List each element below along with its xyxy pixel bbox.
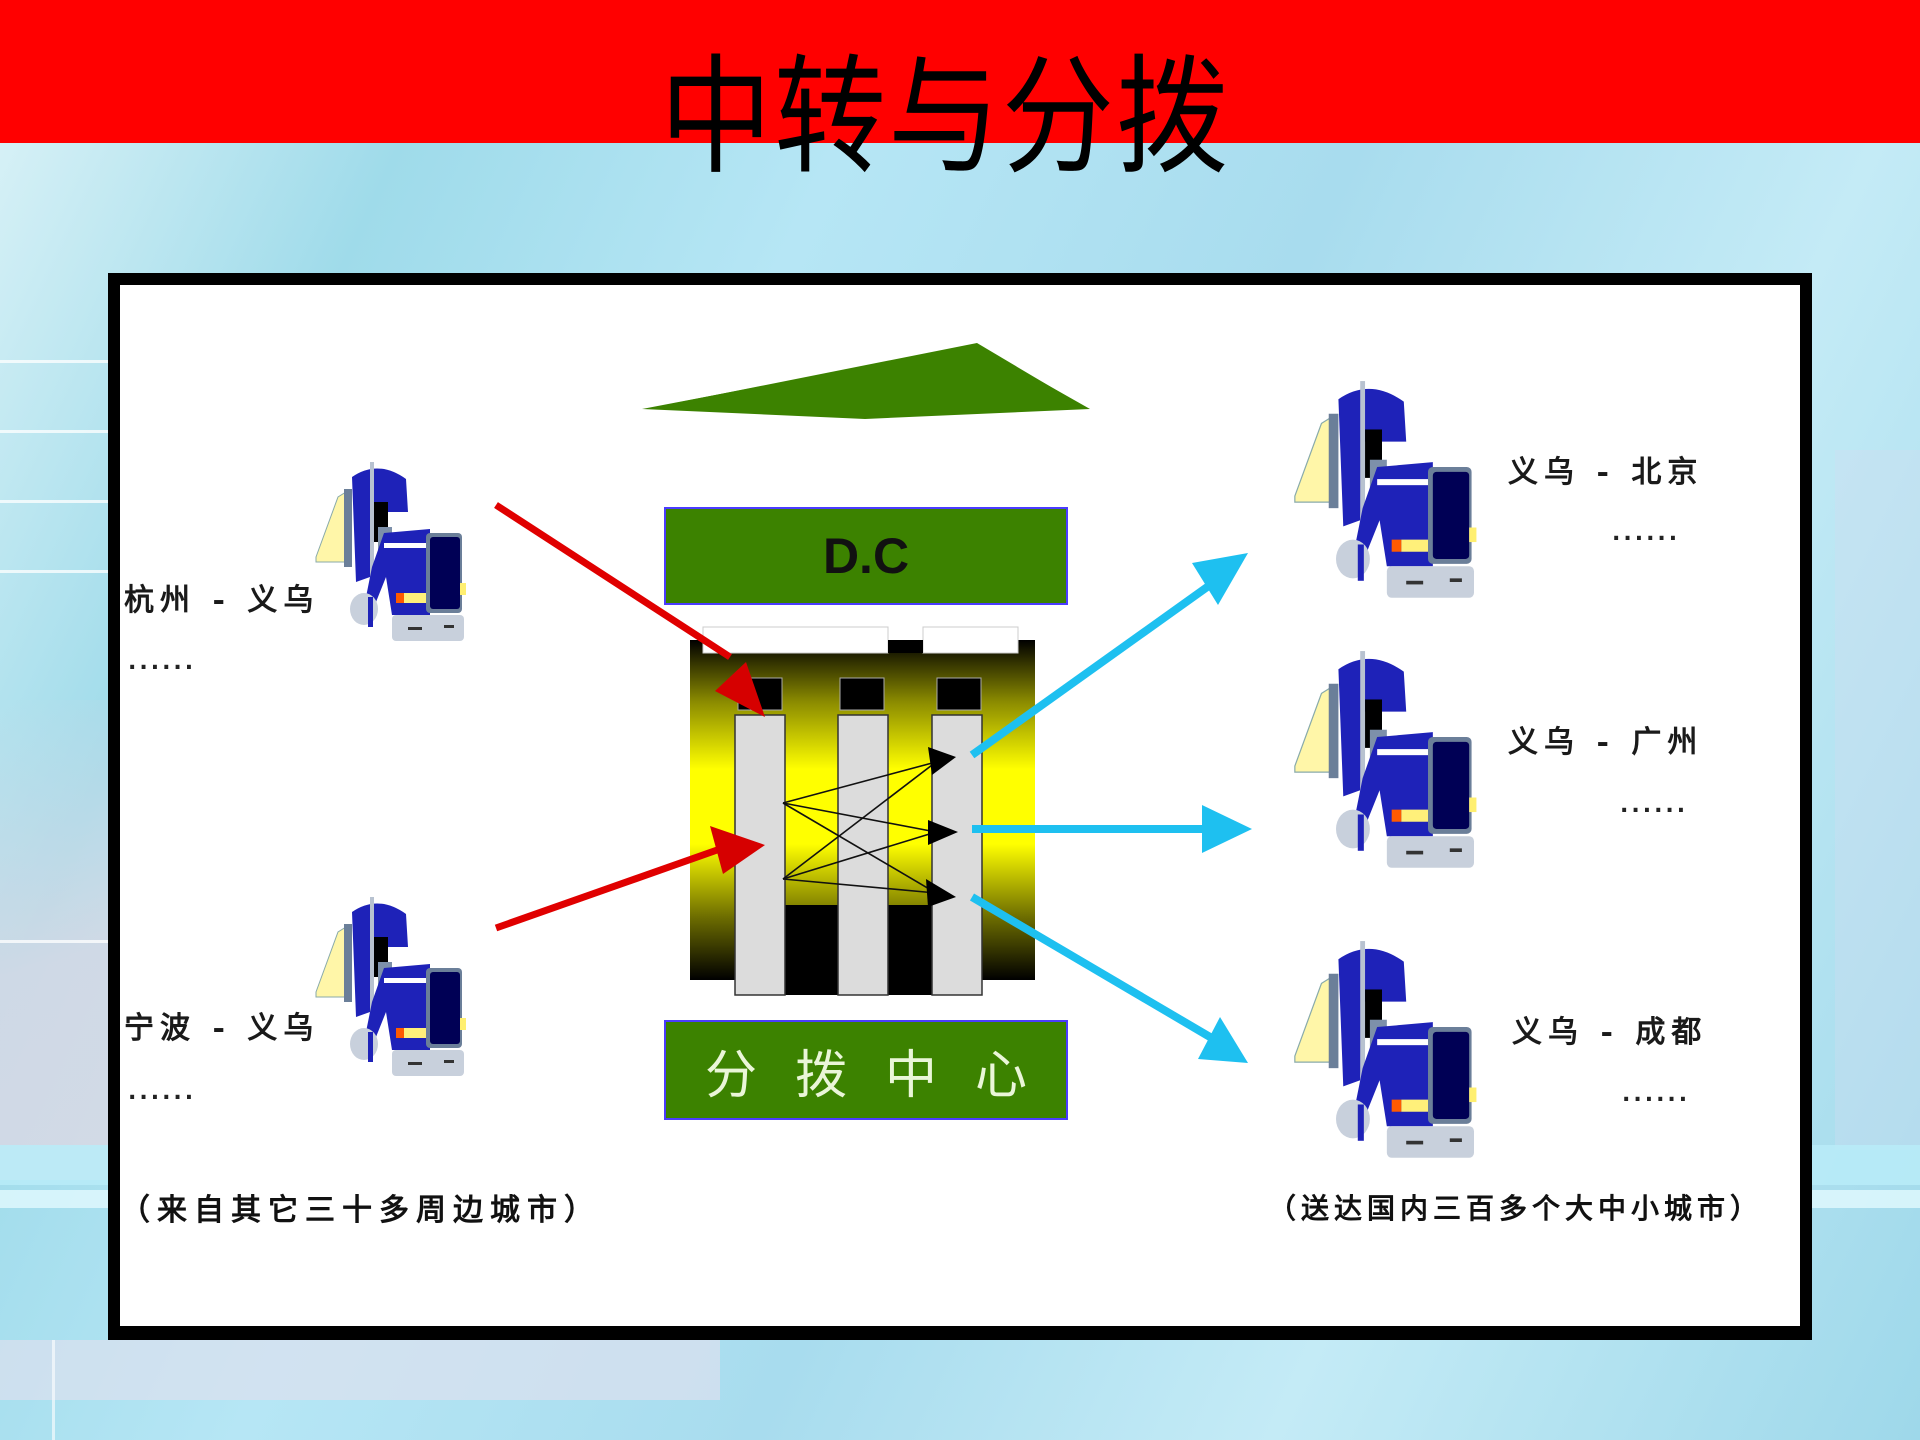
background-line <box>0 500 110 503</box>
outbound-route-ellipsis: ...... <box>1622 1082 1691 1107</box>
background-line <box>52 1340 55 1440</box>
outbound-arrow <box>969 581 1213 1041</box>
background-line <box>0 570 110 573</box>
inbound-route-label: 杭州 - 义乌 <box>124 583 320 618</box>
background-decoration <box>1835 450 1920 1150</box>
outbound-route-label: 义乌 - 北京 <box>1508 455 1704 490</box>
diagram-graphics <box>315 343 1478 1159</box>
background-line <box>0 360 110 363</box>
dc-label: D.C <box>822 528 910 584</box>
outbound-route-label: 义乌 - 成都 <box>1512 1015 1708 1050</box>
inbound-note: （来自其它三十多周边城市） <box>120 1193 601 1228</box>
outbound-route-ellipsis: ...... <box>1620 793 1689 818</box>
inbound-route-ellipsis: ...... <box>128 650 197 675</box>
header-bar <box>0 0 1920 143</box>
outbound-route-ellipsis: ...... <box>1612 521 1681 546</box>
diagram-frame: D.C 分拨中心 杭州 - 义乌 ...... 宁波 - 义乌 ...... （… <box>108 273 1812 1340</box>
inbound-route-label: 宁波 - 义乌 <box>124 1011 320 1046</box>
inbound-arrow <box>494 502 765 932</box>
diagram-canvas: D.C 分拨中心 杭州 - 义乌 ...... 宁波 - 义乌 ...... （… <box>120 285 1800 1326</box>
truck-icon-guangzhou <box>1294 650 1478 869</box>
background-line <box>0 430 110 433</box>
outbound-route-label: 义乌 - 广州 <box>1508 725 1704 760</box>
distribution-center-box: 分拨中心 <box>664 1020 1068 1120</box>
truck-icon-hangzhou <box>315 461 467 642</box>
background-line <box>0 940 110 943</box>
slide-title: 中转与分拨 <box>660 43 1230 193</box>
outbound-note: （送达国内三百多个大中小城市） <box>1268 1192 1764 1225</box>
truck-icon-beijing <box>1294 380 1478 599</box>
inbound-route-ellipsis: ...... <box>128 1080 197 1105</box>
background-decoration <box>0 1340 720 1400</box>
dc-box: D.C <box>664 507 1068 605</box>
distribution-center-label: 分拨中心 <box>704 1045 1065 1106</box>
truck-icon-ningbo <box>315 896 467 1077</box>
truck-icon-chengdu <box>1294 940 1478 1159</box>
